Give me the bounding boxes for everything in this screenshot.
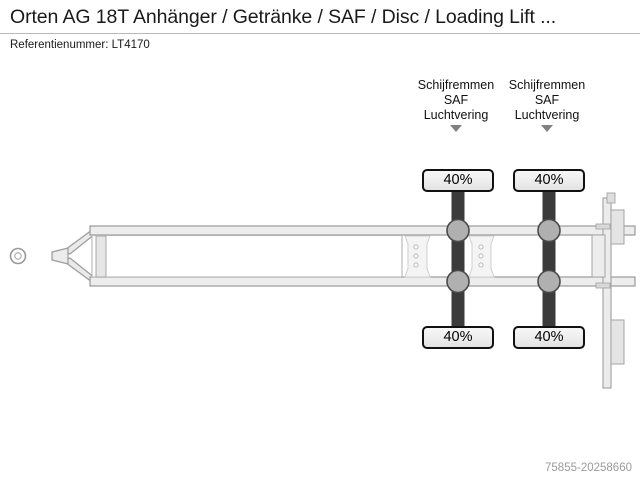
watermark-code: 75855-20258660 [545,462,632,474]
front-bulkhead [95,235,107,278]
reference-number: Referentienummer: LT4170 [10,39,150,51]
axle-caption-2-line-1: Schijfremmen [508,78,586,92]
rear-loading-lift-group [591,192,625,389]
axle-2-hub-top [537,218,561,243]
rear-lift-upper-pad [610,209,625,245]
axle-caption-1-line-2: SAF [443,93,469,107]
axle-1-hub-bottom [446,269,470,294]
axle-caption-2: Schijfremmen SAF Luchtvering [501,78,593,132]
axle-caption-1-line-1: Schijfremmen [417,78,495,92]
axle-caption-2-line-2: SAF [534,93,560,107]
rear-lift-lower-pad [610,319,625,365]
bogie-plate-2 [468,235,495,278]
axle-1-bar [451,178,465,338]
axle-2-bar [542,178,556,338]
trailer-outline-svg [9,178,636,389]
axle-2-bottom-percent-badge: 40% [513,326,585,349]
page-header: Orten AG 18T Anhänger / Getränke / SAF /… [0,0,640,58]
rear-lift-top-stub [606,192,616,204]
page-title: Orten AG 18T Anhänger / Getränke / SAF /… [10,6,557,28]
trailer-diagram: Schijfremmen SAF Luchtvering Schijfremme… [0,58,640,460]
body-floor-outline [91,234,403,278]
bogie-plate-1 [404,235,431,278]
axle-2-top-percent-badge: 40% [513,169,585,192]
towing-eye-hole [14,252,22,260]
axle-1-bottom-percent-badge: 40% [422,326,494,349]
header-divider [0,33,640,34]
axle-1-hub-top [446,218,470,243]
rear-lift-inner-panel [591,234,606,278]
drawbar-neck [51,247,69,265]
axle-caption-1: Schijfremmen SAF Luchtvering [410,78,502,132]
axle-1-group [446,178,470,338]
drawbar-group [9,229,102,283]
axle-1-top-percent-badge: 40% [422,169,494,192]
rear-lift-joint-bottom [595,282,611,289]
axle-2-group [537,178,561,338]
chevron-down-icon [541,125,553,132]
axle-2-hub-bottom [537,269,561,294]
rear-lift-joint-top [595,223,611,230]
axle-caption-2-line-3: Luchtvering [514,108,580,122]
axle-caption-1-line-3: Luchtvering [423,108,489,122]
chevron-down-icon [450,125,462,132]
